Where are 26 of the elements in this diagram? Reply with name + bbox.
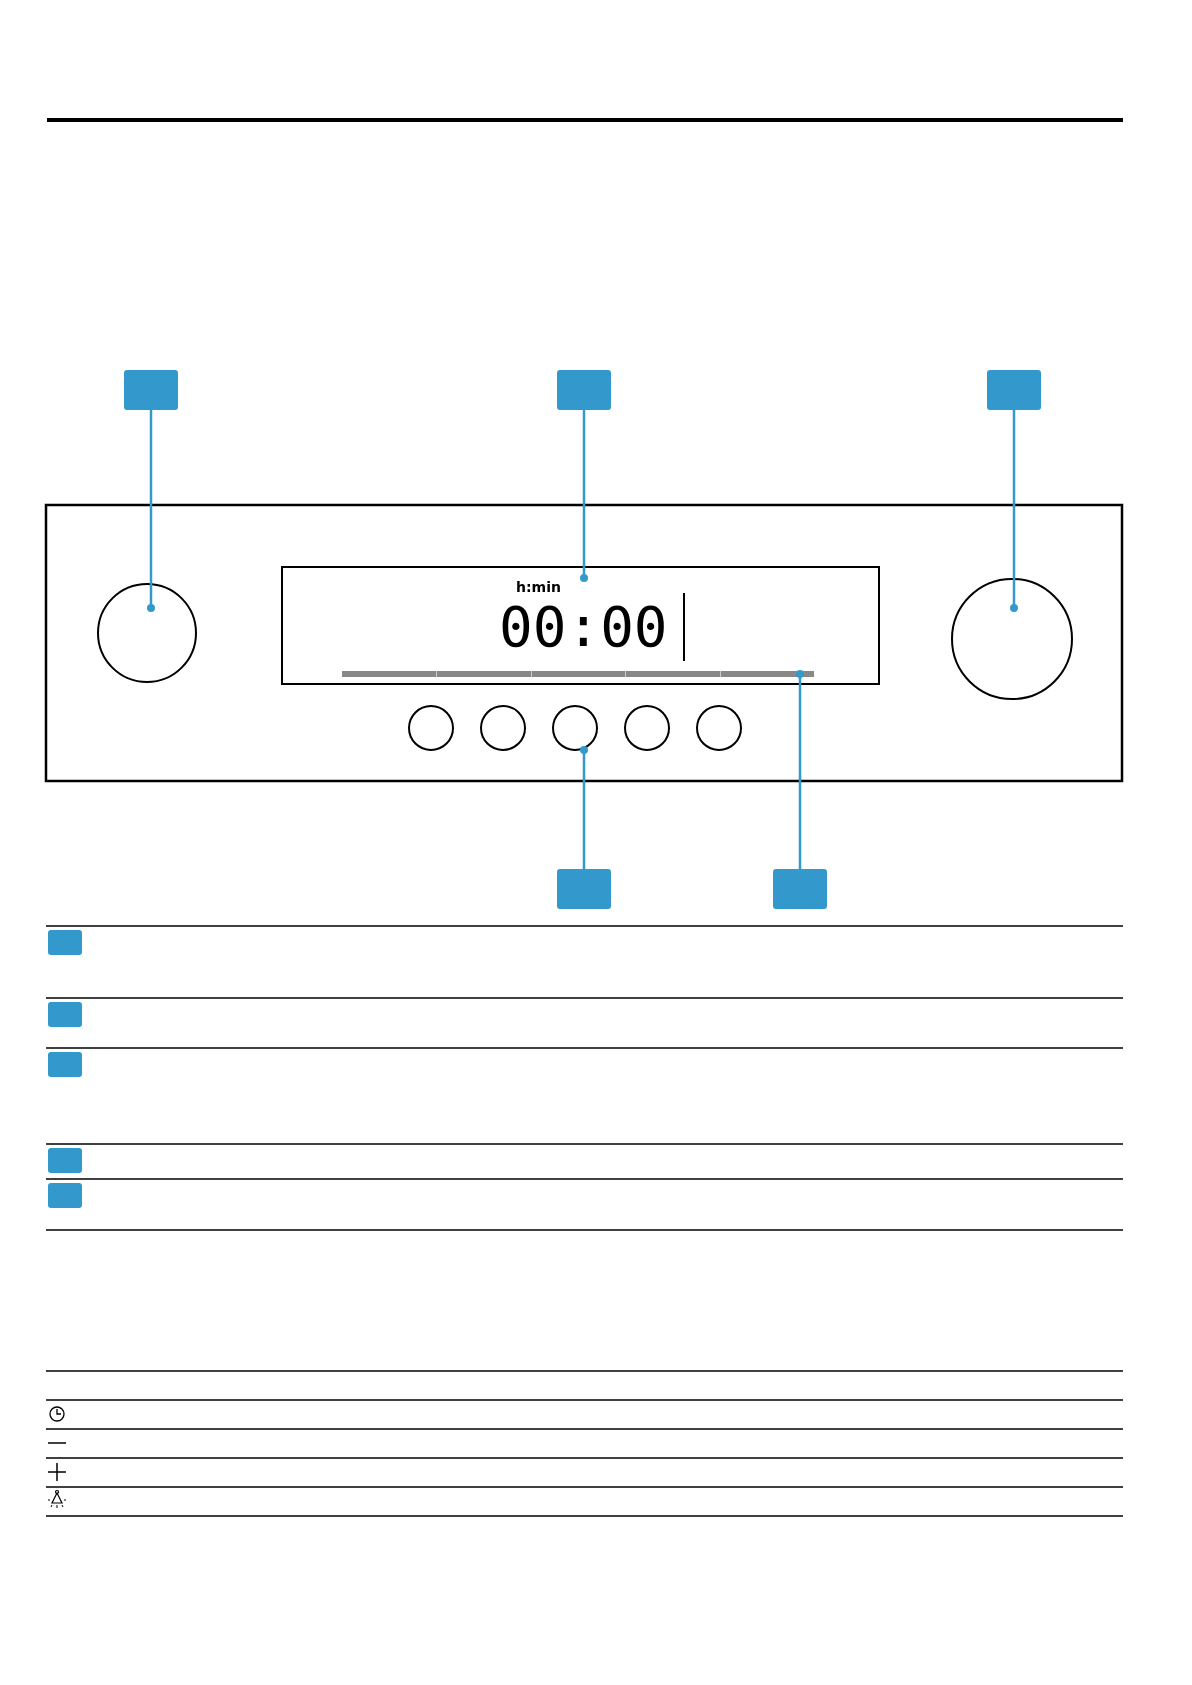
leader-line [580,410,588,582]
callout-marker [48,1148,82,1173]
display-screen [281,566,880,685]
progress-bar [342,671,814,677]
callout-marker [987,370,1041,410]
callout-marker [773,869,827,909]
callout-marker [48,1183,82,1208]
callout-marker [557,370,611,410]
touch-button [480,705,526,751]
touch-button [408,705,454,751]
control-knob [951,578,1073,700]
callout-marker [124,370,178,410]
unit-label: h:min [516,578,561,596]
callout-marker [48,930,82,955]
time-readout: 00:00 [499,596,668,658]
callout-marker [557,869,611,909]
touch-button [696,705,742,751]
leader-line [147,410,155,612]
leader-line [1010,410,1018,612]
leader-line [796,670,804,869]
control-knob [97,583,197,683]
callout-marker [48,1002,82,1027]
touch-button [552,705,598,751]
touch-button [624,705,670,751]
callout-marker [48,1052,82,1077]
leader-line [580,746,588,869]
